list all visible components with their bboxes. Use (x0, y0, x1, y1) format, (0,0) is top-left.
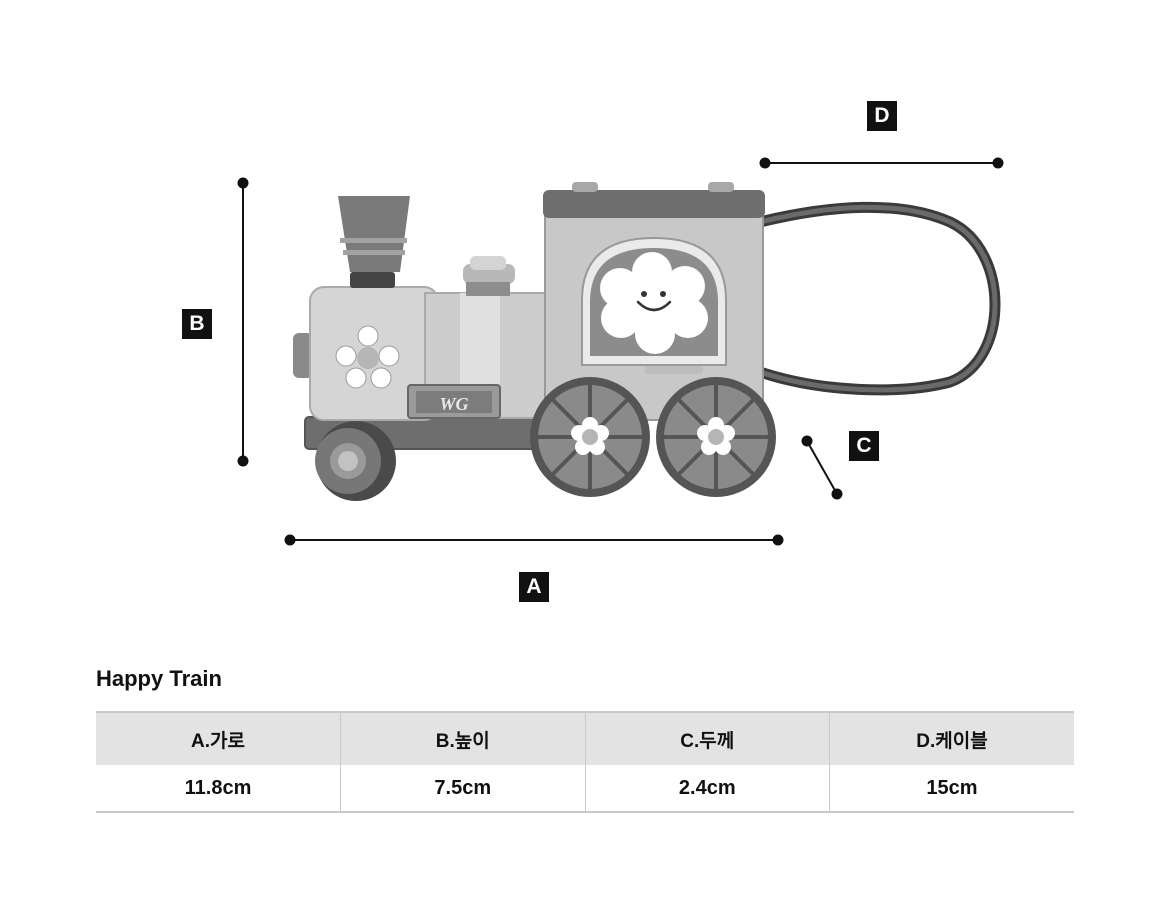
boiler-flower-icon (335, 325, 400, 389)
spec-value-height: 7.5cm (340, 765, 585, 813)
spec-value-width: 11.8cm (96, 765, 341, 813)
spec-table-header-row: A.가로 B.높이 C.두께 D.케이블 (96, 711, 1074, 765)
dimension-label-d: D (867, 101, 897, 131)
spec-value-thickness: 2.4cm (584, 765, 830, 813)
product-name: Happy Train (96, 666, 222, 691)
spec-header-width: A.가로 (96, 711, 341, 765)
train-plate-text: WG (439, 394, 468, 414)
train-illustration: WG (237, 157, 1004, 546)
dimension-label-a: A (519, 572, 549, 602)
spec-header-thickness: C.두께 (584, 711, 830, 765)
rear-wheel-left (530, 377, 650, 497)
spec-value-cable: 15cm (829, 765, 1074, 813)
smiley-flower-icon (600, 252, 708, 354)
dimension-lines (237, 157, 1004, 546)
spec-table: A.가로 B.높이 C.두께 D.케이블 11.8cm 7.5cm 2.4cm … (96, 711, 1074, 813)
dimension-label-c: C (849, 431, 879, 461)
product-dimension-figure: WG (182, 101, 1004, 602)
spec-header-height: B.높이 (340, 711, 585, 765)
chimney (338, 196, 410, 272)
spec-header-cable: D.케이블 (829, 711, 1074, 765)
spec-table-value-row: 11.8cm 7.5cm 2.4cm 15cm (96, 765, 1074, 813)
dimension-label-b: B (182, 309, 212, 339)
cabin-roof (543, 190, 765, 218)
dimension-line-c (806, 440, 838, 495)
rear-wheel-right (656, 377, 776, 497)
cable-loop (754, 201, 1001, 396)
